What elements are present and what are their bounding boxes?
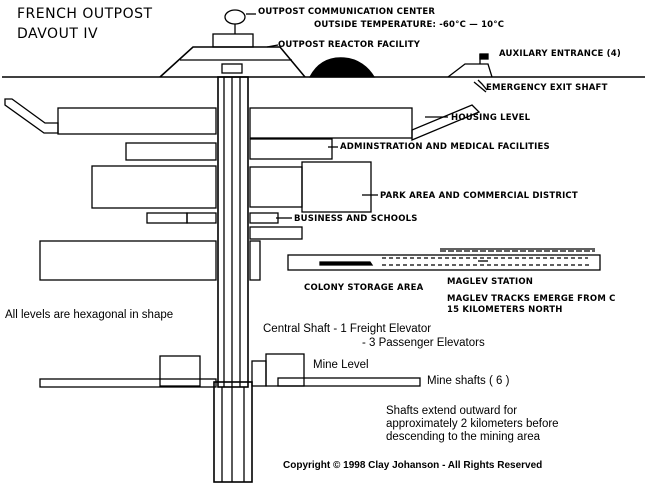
label-mine-shafts: Mine shafts ( 6 ) (427, 375, 510, 387)
label-park: PARK AREA AND COMMERCIAL DISTRICT (380, 191, 578, 201)
note-central-shaft-1: Central Shaft - 1 Freight Elevator (263, 323, 432, 335)
label-housing: HOUSING LEVEL (451, 113, 531, 123)
business-level-right (249, 212, 279, 224)
label-storage: COLONY STORAGE AREA (304, 283, 424, 293)
label-comm-center: OUTPOST COMMUNICATION CENTER (258, 7, 436, 17)
business-level-left-b (186, 212, 217, 224)
housing-ramp-right (411, 104, 481, 141)
label-temperature: OUTSIDE TEMPERATURE: -60°C — 10°C (314, 20, 505, 30)
label-business: BUSINESS AND SCHOOLS (294, 214, 418, 224)
lower-shaft (213, 381, 253, 483)
business-level-left-a (146, 212, 188, 224)
comm-center-building (212, 33, 254, 48)
aux-entrance-flag (479, 53, 489, 60)
label-exit-shaft: EMERGENCY EXIT SHAFT (486, 83, 608, 93)
admin-level-right (249, 138, 333, 160)
storage-level-right-a (249, 240, 261, 281)
housing-level-right (249, 107, 413, 139)
mine-level-right-b (251, 360, 267, 387)
comm-dish (224, 9, 246, 25)
note-central-shaft-2: - 3 Passenger Elevators (362, 337, 485, 349)
aux-entrance-structure (447, 63, 493, 78)
central-shaft (217, 76, 249, 388)
park-level-left (91, 165, 217, 209)
label-mine-level: Mine Level (313, 359, 369, 371)
note-shafts-3: descending to the mining area (386, 431, 541, 443)
label-maglev-tracks-1: MAGLEV TRACKS EMERGE FROM C (447, 294, 616, 304)
surface-mound (308, 57, 376, 78)
label-reactor: OUTPOST REACTOR FACILITY (278, 40, 421, 50)
mine-level-left-a (159, 355, 201, 387)
housing-ramp-left (4, 98, 59, 134)
reactor-hatch (221, 63, 243, 74)
storage-level-right-b (249, 226, 303, 240)
mine-shaft-right (277, 377, 421, 387)
label-admin: ADMINSTRATION AND MEDICAL FACILITIES (340, 142, 550, 152)
park-level-right-a (249, 166, 303, 208)
mine-level-right-a (265, 353, 305, 387)
mine-shaft-left (39, 378, 217, 388)
admin-level-left (125, 142, 217, 161)
note-shafts-2: approximately 2 kilometers before (386, 418, 559, 430)
label-maglev-tracks-2: 15 KILOMETERS NORTH (447, 305, 563, 315)
maglev-station-block (287, 254, 601, 271)
park-level-right-b (301, 161, 372, 213)
diagram-title-line1: FRENCH OUTPOST (17, 6, 153, 22)
storage-level-left (39, 240, 217, 281)
emergency-exit-shaft (477, 79, 488, 91)
note-shafts-1: Shafts extend outward for (386, 405, 518, 417)
maglev-train (319, 261, 374, 266)
diagram-title-line2: DAVOUT IV (17, 26, 99, 42)
copyright-notice: Copyright © 1998 Clay Johanson - All Rig… (283, 460, 543, 471)
housing-level-left (57, 107, 217, 135)
leader-reactor (266, 44, 279, 48)
note-hexagonal: All levels are hexagonal in shape (5, 309, 174, 321)
label-maglev-station: MAGLEV STATION (447, 277, 534, 287)
label-aux-entrance: AUXILARY ENTRANCE (4) (499, 49, 621, 59)
